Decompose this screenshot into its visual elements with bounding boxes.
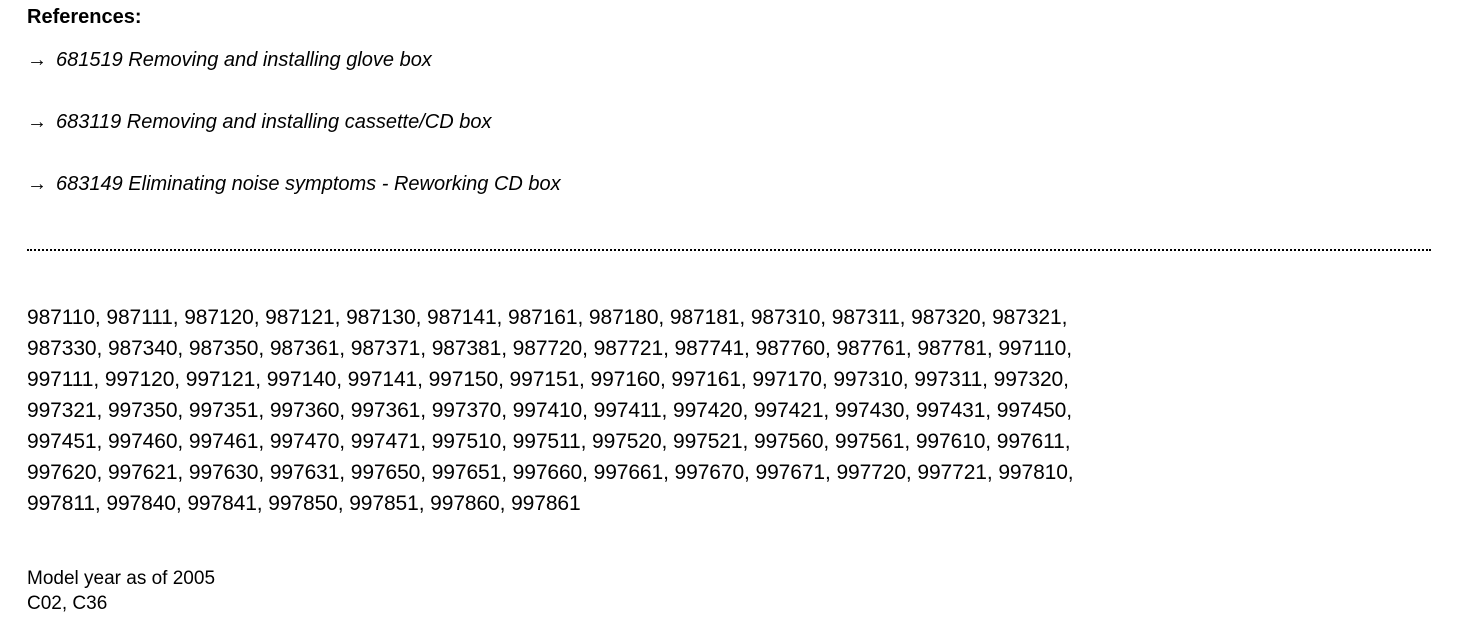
reference-link-681519[interactable]: → 681519 Removing and installing glove bo… xyxy=(27,48,1427,110)
part-numbers-line: 997111, 997120, 997121, 997140, 997141, … xyxy=(27,368,1069,391)
part-numbers-block: 987110, 987111, 987120, 987121, 987130, … xyxy=(27,302,1431,519)
part-numbers-line: 997620, 997621, 997630, 997631, 997650, … xyxy=(27,461,1074,484)
reference-label: 681519 Removing and installing glove box xyxy=(56,49,432,71)
part-numbers-line: 997451, 997460, 997461, 997470, 997471, … xyxy=(27,430,1071,453)
section-divider xyxy=(27,249,1431,251)
arrow-right-icon: → xyxy=(27,173,47,195)
part-numbers-line: 997811, 997840, 997841, 997850, 997851, … xyxy=(27,492,581,515)
part-numbers-line: 997321, 997350, 997351, 997360, 997361, … xyxy=(27,399,1072,422)
references-heading: References: xyxy=(27,6,142,28)
reference-label: 683119 Removing and installing cassette/… xyxy=(56,111,492,133)
part-numbers-line: 987330, 987340, 987350, 987361, 987371, … xyxy=(27,337,1072,360)
model-codes-text: C02, C36 xyxy=(27,593,108,614)
footer-block: Model year as of 2005 C02, C36 xyxy=(27,566,215,616)
references-list: → 681519 Removing and installing glove bo… xyxy=(27,48,1427,234)
model-year-text: Model year as of 2005 xyxy=(27,568,216,589)
reference-label: 683149 Eliminating noise symptoms - Rewo… xyxy=(56,173,561,195)
reference-link-683149[interactable]: → 683149 Eliminating noise symptoms - Rew… xyxy=(27,172,1427,234)
reference-link-683119[interactable]: → 683119 Removing and installing cassette… xyxy=(27,110,1427,172)
arrow-right-icon: → xyxy=(27,111,47,133)
arrow-right-icon: → xyxy=(27,49,47,71)
part-numbers-line: 987110, 987111, 987120, 987121, 987130, … xyxy=(27,306,1068,329)
